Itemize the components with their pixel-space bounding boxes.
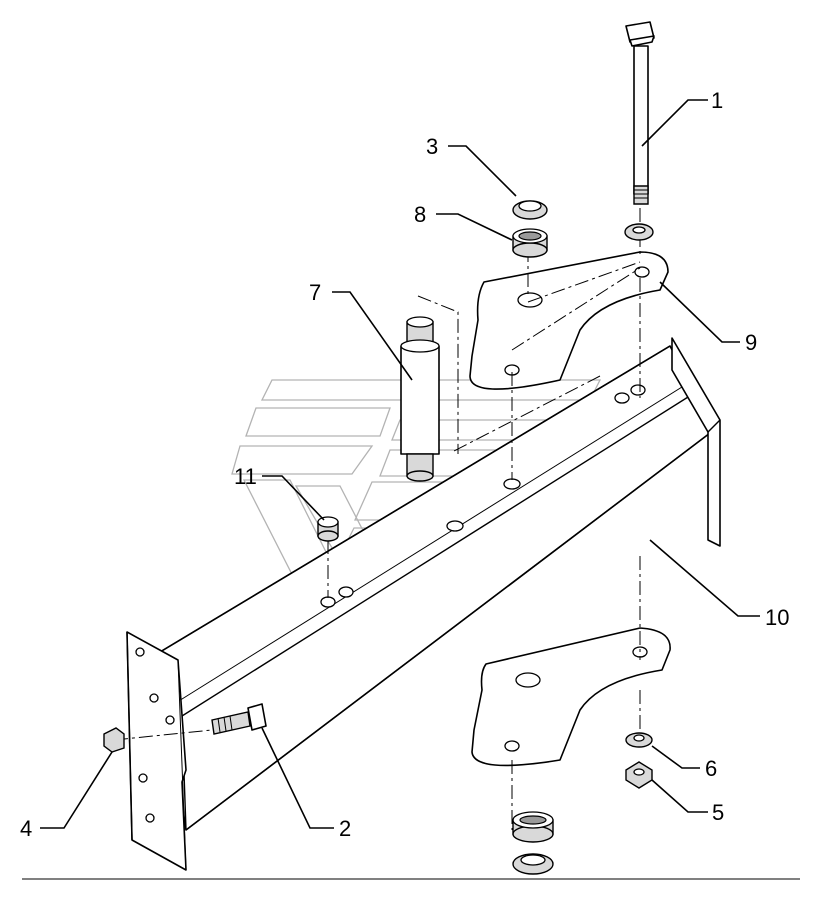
callout-8: 8 — [414, 202, 426, 227]
lower-bracket-plate — [471, 627, 671, 767]
assembly-axis-lines — [113, 208, 641, 830]
leader-lines — [40, 99, 760, 829]
lock-nut-5 — [625, 761, 653, 789]
pin-shaft — [400, 316, 440, 482]
upper-bracket-plate — [469, 251, 669, 390]
callout-3: 3 — [426, 134, 438, 159]
callout-1: 1 — [711, 88, 723, 113]
plug — [317, 516, 339, 542]
callout-10: 10 — [765, 605, 789, 630]
washer-6 — [625, 732, 653, 748]
lower-bushing — [512, 811, 554, 843]
callout-labels: 1 2 3 4 5 6 7 8 9 10 11 — [20, 88, 789, 841]
lower-bushing-ring — [512, 853, 554, 875]
callout-9: 9 — [745, 330, 757, 355]
callout-11: 11 — [234, 464, 257, 489]
bushing-ring-3 — [512, 200, 548, 220]
callout-5: 5 — [712, 800, 724, 825]
nut-4 — [103, 727, 125, 753]
long-bolt — [625, 21, 655, 205]
small-bolt — [211, 703, 267, 735]
bushing-8 — [512, 228, 548, 258]
washer-top — [624, 223, 654, 241]
main-tube — [126, 337, 721, 871]
callout-7: 7 — [309, 280, 321, 305]
callout-4: 4 — [20, 816, 32, 841]
callout-6: 6 — [705, 756, 717, 781]
callout-2: 2 — [339, 816, 351, 841]
